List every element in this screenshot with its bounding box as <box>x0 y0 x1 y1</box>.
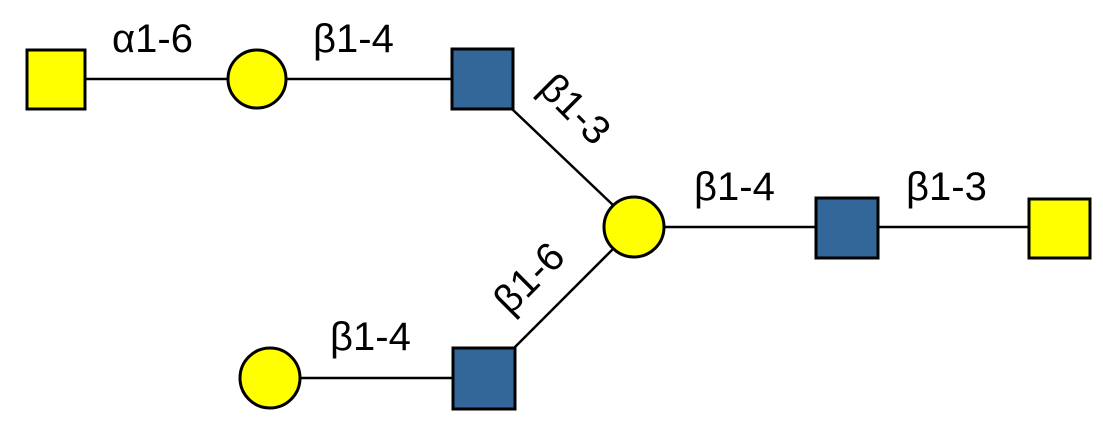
gal-1-node <box>226 48 288 110</box>
linkage-label: β1-3 <box>906 165 987 209</box>
linkage-label: α1-6 <box>112 17 193 61</box>
linkage-label: β1-4 <box>313 17 394 61</box>
edge-glcnac1-galbranch <box>511 108 615 207</box>
glcnac-3-node <box>451 346 517 411</box>
linkage-label: β1-4 <box>330 315 411 359</box>
linkage-label: β1-4 <box>694 165 775 209</box>
edge-glcnac3-galbranch <box>513 247 615 349</box>
linkage-label: β1-6 <box>485 234 573 322</box>
galnac-terminal-node <box>25 48 87 111</box>
gal-branch-node <box>602 195 666 259</box>
glcnac-1-node <box>450 47 515 111</box>
gal-2-node <box>238 346 302 410</box>
galnac-reducing-node <box>1027 197 1092 260</box>
glcnac-2-node <box>814 196 880 260</box>
